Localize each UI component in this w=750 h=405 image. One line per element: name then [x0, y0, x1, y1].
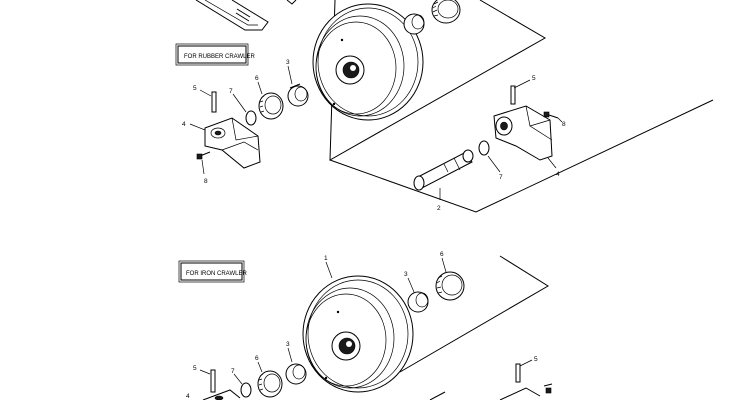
leader-lines-bottom [199, 257, 533, 385]
pin-iron-left [210, 369, 216, 393]
section-label-iron-text: FOR IRON CRAWLER [186, 271, 247, 277]
o-ring-left [245, 110, 257, 126]
callout-4-left: 4 [182, 121, 186, 128]
callout-iron-6-top: 6 [440, 251, 444, 258]
floating-seal-left [258, 92, 284, 120]
callouts-top: 3 6 7 5 4 8 2 7 5 4 8 [182, 59, 566, 212]
callout-6: 6 [255, 75, 259, 82]
o-ring-iron-left [240, 382, 252, 398]
callout-5-right: 5 [532, 75, 536, 82]
callout-3: 3 [286, 59, 290, 66]
idler-bracket-iron-left [202, 389, 241, 401]
bolt-right [543, 111, 559, 119]
callout-7-right: 7 [499, 174, 503, 181]
floating-seal-top [431, 0, 461, 24]
floating-seal-iron-left [257, 370, 283, 398]
floating-seal-iron-top [435, 271, 465, 301]
callout-2: 2 [437, 205, 441, 212]
callout-8-right: 8 [562, 121, 566, 128]
idler-bracket-iron-right [499, 383, 553, 401]
bushing-top [403, 13, 425, 35]
section-label-rubber-text: FOR RUBBER CRAWLER [184, 54, 255, 60]
bushing-iron-top [407, 291, 429, 313]
callout-4-right: 4 [556, 171, 560, 178]
callout-iron-7: 7 [231, 368, 235, 375]
pin-iron-right [515, 363, 521, 383]
assembly-plane-outline-bottom [399, 255, 549, 401]
callout-iron-5-left: 5 [193, 365, 197, 372]
idler-bracket-left [204, 117, 261, 169]
o-ring-right [478, 140, 490, 156]
idler-shaft [413, 149, 474, 191]
idler-wheel-iron [302, 275, 414, 393]
pin-left [211, 91, 217, 113]
callout-iron-3: 3 [286, 341, 290, 348]
callout-iron-1: 1 [324, 255, 328, 262]
bolt-left [196, 151, 211, 160]
callout-iron-6: 6 [255, 355, 259, 362]
callout-iron-4: 4 [186, 393, 190, 400]
rubber-track-segment [195, 0, 297, 31]
leader-lines-top [189, 65, 563, 200]
callout-iron-5-right: 5 [534, 356, 538, 363]
section-label-rubber-crawler: FOR RUBBER CRAWLER [175, 43, 255, 66]
idler-wheel [312, 3, 424, 121]
callout-7-left: 7 [229, 88, 233, 95]
section-label-iron-crawler: FOR IRON CRAWLER [178, 260, 247, 283]
bushing-iron-left [285, 363, 307, 385]
callouts-bottom: 1 3 6 3 6 7 5 4 5 [186, 251, 538, 400]
callout-5-left: 5 [193, 85, 197, 92]
pin-right [510, 85, 516, 105]
callout-iron-3-top: 3 [404, 271, 408, 278]
bushing-left [287, 83, 309, 107]
idler-bracket-right [493, 105, 553, 161]
callout-8-left: 8 [204, 178, 208, 185]
